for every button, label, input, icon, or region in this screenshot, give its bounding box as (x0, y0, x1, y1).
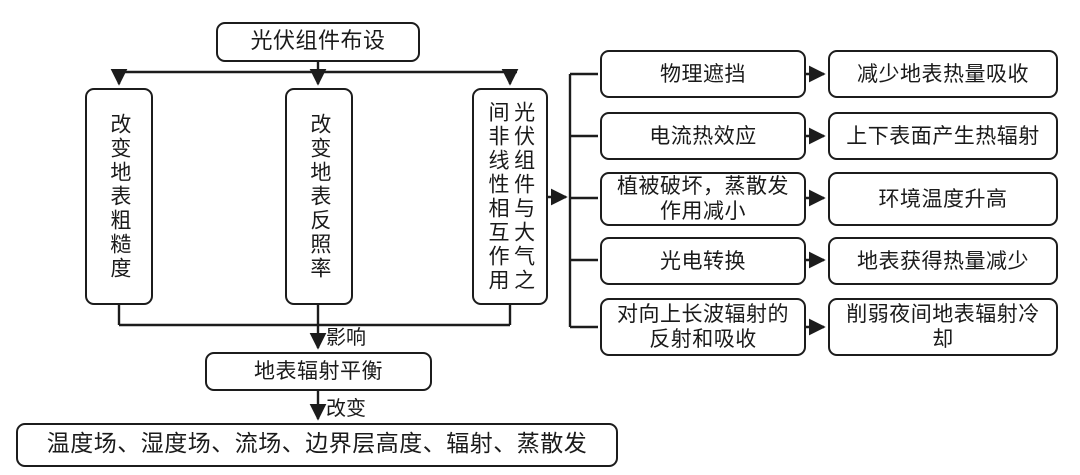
node-cause-current-heating[interactable]: 电流热效应 (600, 112, 806, 160)
node-surface-radiation-balance[interactable]: 地表辐射平衡 (205, 352, 432, 391)
node-affected-variables[interactable]: 温度场、湿度场、流场、边界层高度、辐射、蒸散发 (16, 423, 618, 467)
edge-label-change: 改变 (326, 396, 366, 420)
node-cause-vegetation-loss[interactable]: 植被破坏，蒸散发作用减小 (600, 172, 806, 226)
node-effect-surface-thermal-radiation[interactable]: 上下表面产生热辐射 (828, 112, 1058, 160)
node-effect-less-heat-absorption[interactable]: 减少地表热量吸收 (828, 50, 1058, 98)
node-cause-physical-shading[interactable]: 物理遮挡 (600, 50, 806, 98)
node-pv-deployment[interactable]: 光伏组件布设 (216, 22, 420, 62)
node-surface-roughness[interactable]: 改变地表粗糙度 (85, 88, 153, 305)
node-effect-temperature-rise[interactable]: 环境温度升高 (828, 172, 1058, 226)
edge-label-influence: 影响 (326, 325, 366, 349)
node-effect-weakened-night-cooling[interactable]: 削弱夜间地表辐射冷却 (828, 298, 1058, 356)
node-effect-less-surface-heat[interactable]: 地表获得热量减少 (828, 237, 1058, 285)
node-cause-longwave-reflection[interactable]: 对向上长波辐射的反射和吸收 (600, 298, 806, 356)
node-nonlinear-interaction[interactable]: 光伏组件与大气之间非线性相互作用 (472, 88, 548, 305)
node-surface-albedo[interactable]: 改变地表反照率 (285, 88, 353, 305)
node-cause-photoelectric-conversion[interactable]: 光电转换 (600, 237, 806, 285)
